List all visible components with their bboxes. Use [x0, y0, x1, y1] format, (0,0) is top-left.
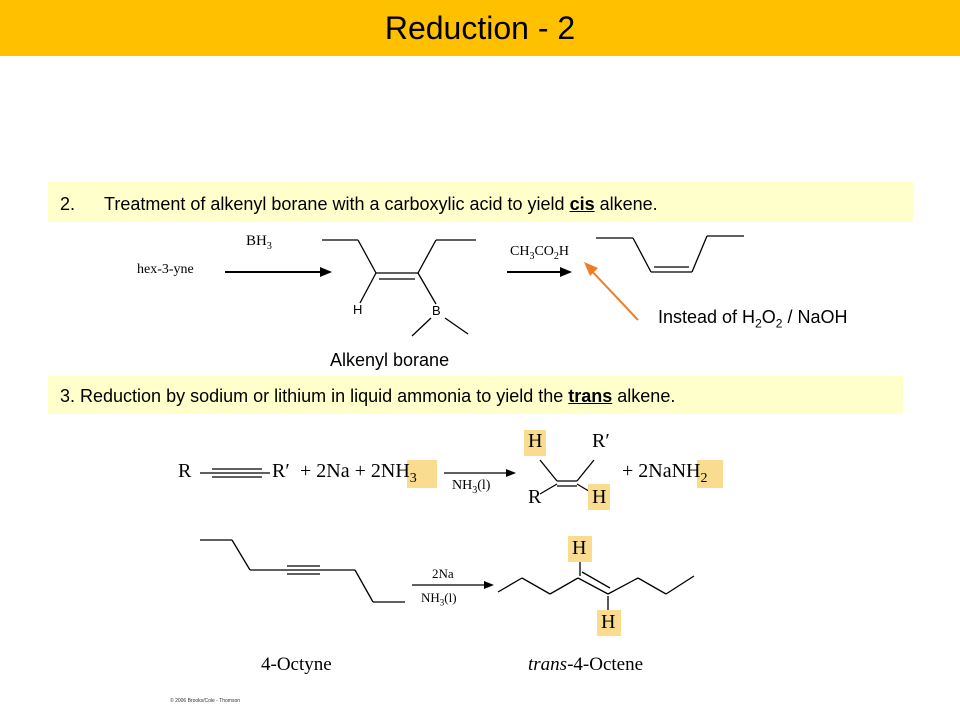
atom-h-label: H	[353, 302, 363, 317]
reagent-acetic-part-b: CO	[534, 244, 554, 259]
scheme2-arrow-label-main: NH	[452, 478, 473, 493]
reactants-text: + 2Na + 2NH3	[300, 460, 417, 487]
scheme2-arrow-label: NH3(l)	[452, 478, 490, 496]
scheme3-reagent-bottom-l: (l)	[444, 590, 457, 605]
trans-octene-structure	[497, 562, 695, 610]
nh3-sub: 3	[409, 471, 417, 486]
slide-title: Reduction - 2	[384, 10, 576, 46]
step2-text: Treatment of alkenyl borane with a carbo…	[104, 182, 658, 226]
scheme3-reagent-bottom-sub: 3	[439, 597, 445, 608]
highlight-h-top	[524, 430, 546, 456]
scheme3-reagent-top: 2Na	[432, 566, 454, 581]
octyne-structure	[200, 539, 405, 603]
alternative-note: Instead of H2O2 / NaOH	[658, 307, 847, 331]
nanh2-sub: 2	[700, 471, 708, 486]
step2-number: 2.	[60, 194, 76, 214]
product-r: R	[528, 486, 542, 508]
reagent-bh3-sub: 3	[266, 241, 272, 252]
alkenyl-borane-structure	[322, 239, 476, 337]
note-mid: O	[761, 307, 776, 327]
scheme2-arrow-label-l: (l)	[477, 478, 491, 493]
step2-emphasis: cis	[569, 194, 595, 214]
step2-text-after: alkene.	[594, 194, 658, 214]
scheme2-arrow-label-sub: 3	[472, 484, 478, 496]
highlight-h-bottom	[588, 484, 610, 510]
highlight-octene-h-top	[568, 536, 592, 562]
reagent-acetic-acid: CH3CO2H	[510, 244, 569, 262]
product-name-italic: trans	[528, 654, 568, 675]
octene-h-bottom: H	[601, 611, 616, 633]
reagent-bh3-main: BH	[246, 233, 267, 249]
scheme3-reagent-bottom: NH3(l)	[421, 590, 457, 608]
note-sub1: 2	[755, 316, 762, 331]
note-sub2: 2	[775, 316, 783, 331]
step2-text-before: Treatment of alkenyl borane with a carbo…	[104, 194, 570, 214]
step3-band: 3. Reduction by sodium or lithium in liq…	[48, 376, 903, 414]
scheme1-arrowhead1	[320, 267, 332, 277]
reagent-acetic-sub1: 3	[529, 250, 535, 262]
highlight-octene-h-bottom	[597, 610, 621, 636]
octene-h-top: H	[572, 537, 587, 559]
step2-band: 2. Treatment of alkenyl borane with a ca…	[48, 182, 913, 222]
scheme2-arrowhead	[506, 469, 516, 477]
reactants-main: + 2Na + 2NH	[300, 460, 410, 482]
step3-text-after: alkene.	[612, 386, 676, 406]
cis-hexene-structure	[596, 235, 744, 273]
reagent-acetic-part-c: H	[558, 244, 570, 259]
byproduct-text: + 2NaNH2	[622, 460, 708, 487]
scheme3-arrowhead	[484, 581, 494, 589]
step3-text: 3. Reduction by sodium or lithium in liq…	[60, 376, 675, 416]
orange-arrowhead	[584, 262, 598, 276]
reagent-bh3: BH3	[246, 233, 272, 252]
product-h-bottom: H	[592, 486, 607, 508]
scheme1-arrowhead2	[560, 267, 572, 277]
byproduct-main: + 2NaNH	[622, 460, 701, 482]
note-prefix: Instead of H	[658, 307, 756, 327]
r-prime-group: R′	[272, 460, 290, 482]
orange-note-arrow	[588, 267, 639, 321]
highlight-nanh2	[697, 460, 723, 488]
intermediate-label: Alkenyl borane	[330, 350, 450, 370]
reagent-acetic-sub2: 2	[553, 250, 559, 262]
scheme2-lines	[200, 459, 595, 495]
title-bar	[0, 0, 960, 56]
highlight-nh3	[407, 460, 437, 488]
product-r-prime: R′	[592, 430, 610, 452]
step3-text-before: 3. Reduction by sodium or lithium in liq…	[60, 386, 569, 406]
scheme3-reagent-bottom-main: NH	[421, 590, 440, 605]
reactant-name: hex-3-yne	[137, 262, 194, 277]
atom-b-label: B	[432, 303, 441, 318]
note-suffix: / NaOH	[782, 307, 848, 327]
reagent-acetic-part-a: CH	[510, 244, 530, 259]
product-name-octene: trans-4-Octene	[528, 654, 643, 676]
reactant-name-octyne: 4-Octyne	[261, 654, 332, 675]
product-h-top: H	[528, 430, 543, 452]
r-group: R	[178, 460, 192, 482]
copyright-notice: © 2006 Brooks/Cole - Thomson	[170, 698, 241, 704]
product-name-rest: -4-Octene	[567, 654, 644, 675]
step3-emphasis: trans	[568, 386, 613, 406]
